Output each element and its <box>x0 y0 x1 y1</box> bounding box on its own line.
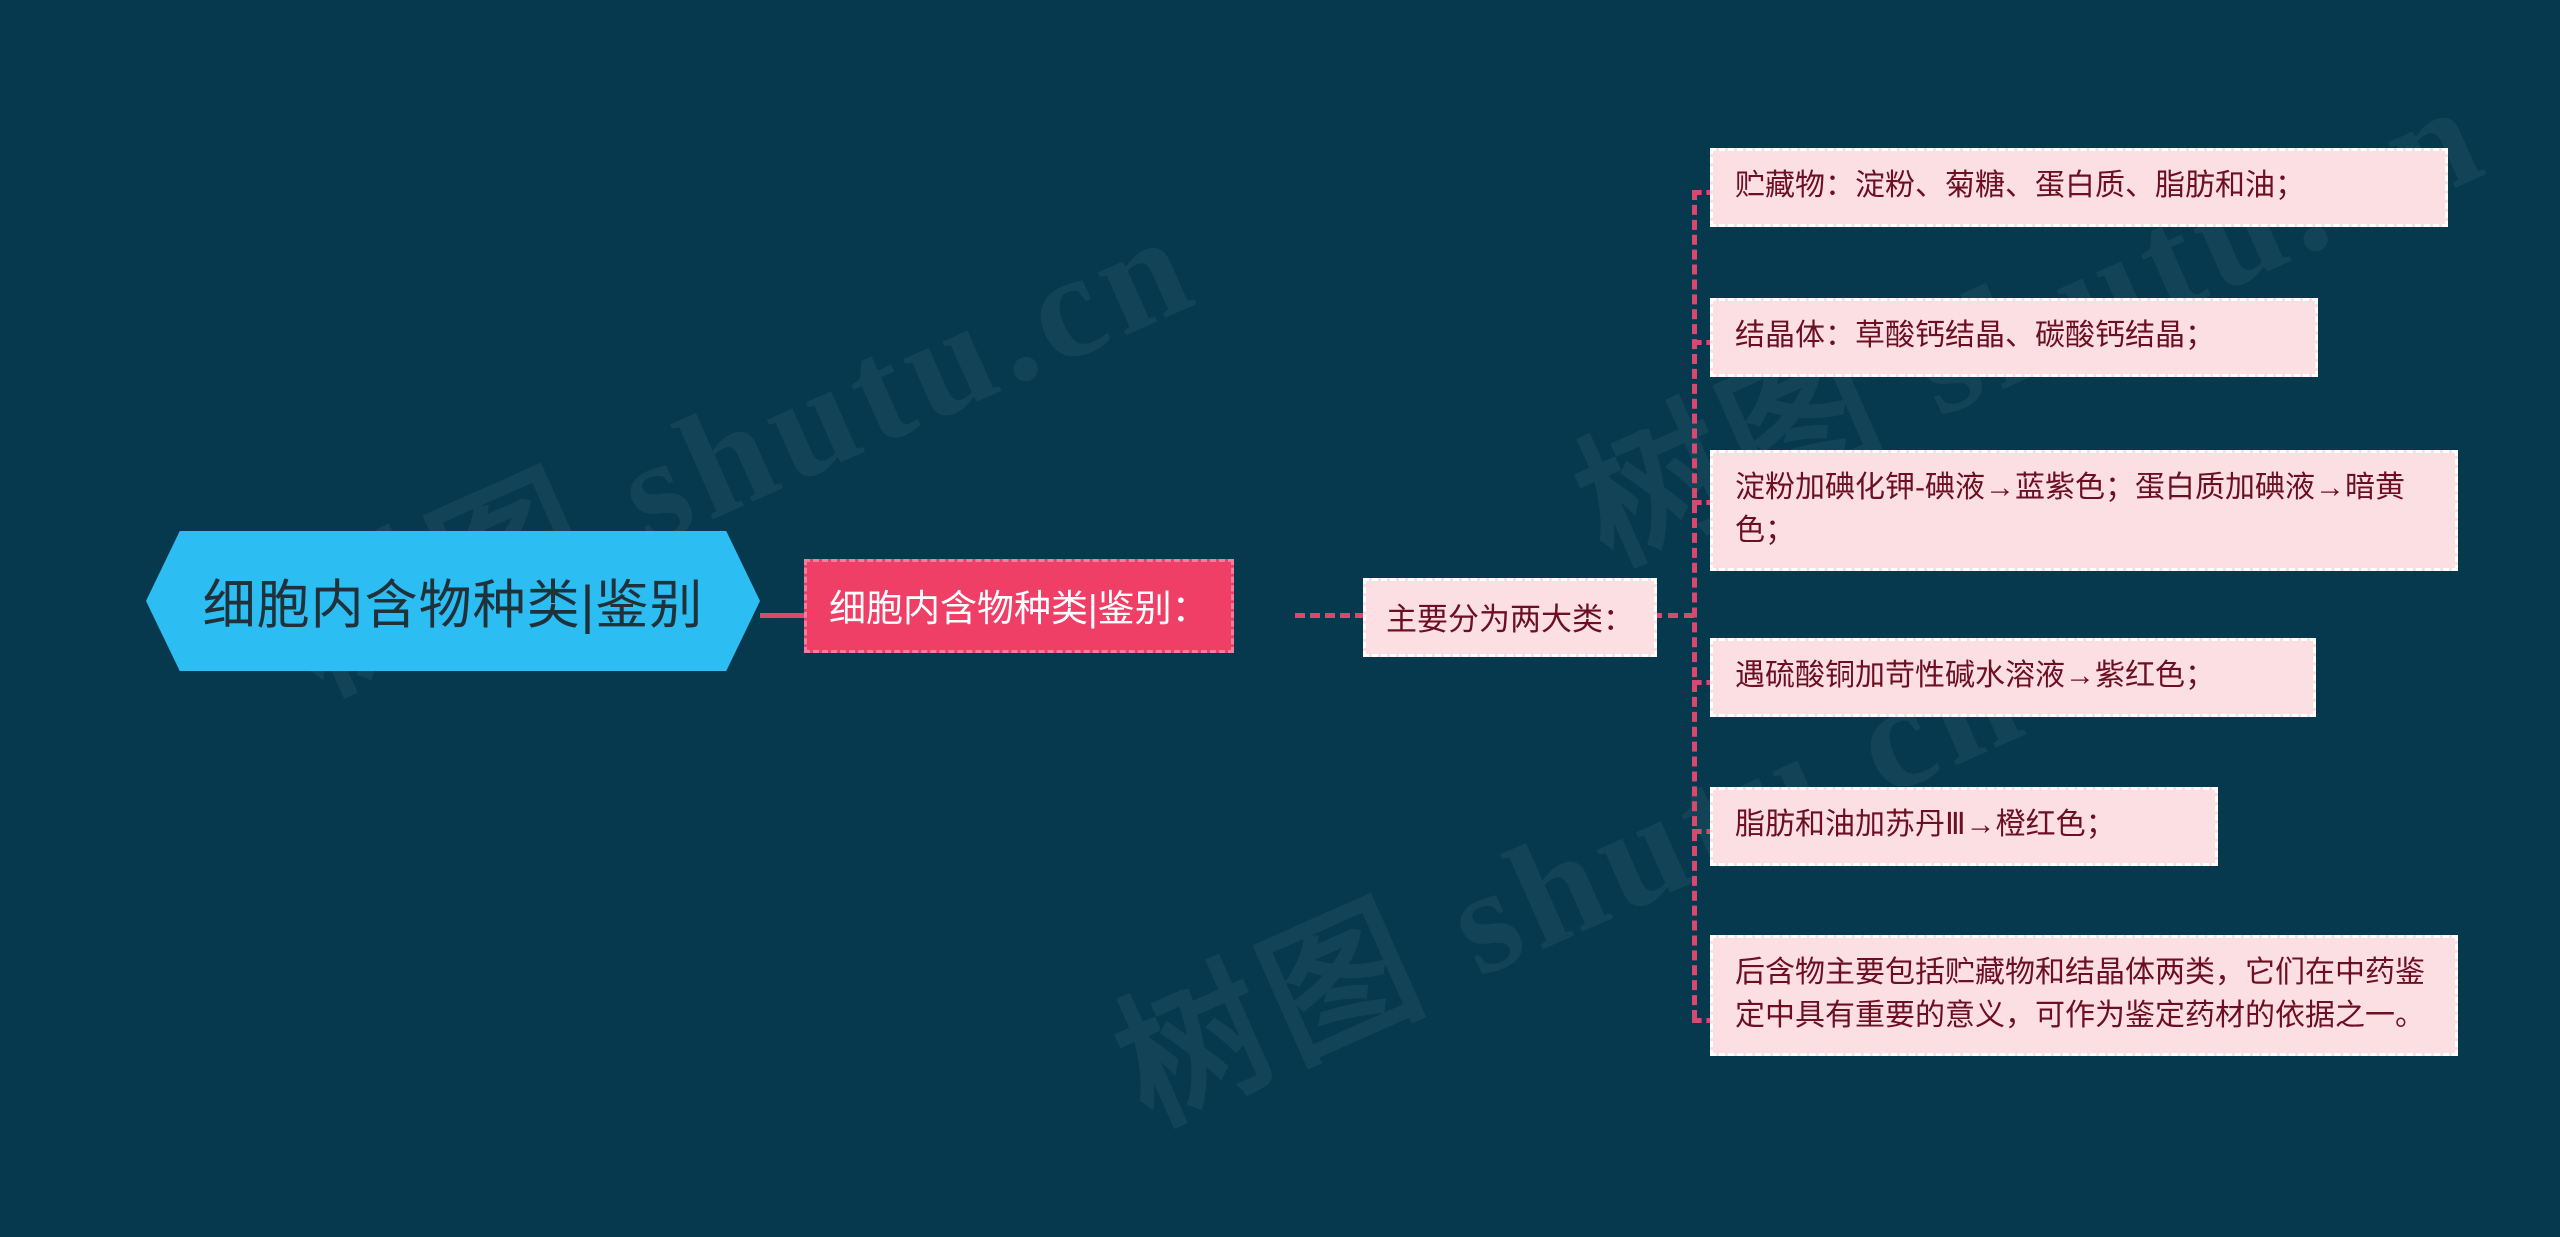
connector-trunk-to-leaf-3 <box>1692 500 1716 505</box>
connector-trunk-to-leaf-5 <box>1692 829 1716 834</box>
connector-trunk-to-leaf-6 <box>1692 1018 1716 1023</box>
leaf-node-label: 脂肪和油加苏丹Ⅲ→橙红色； <box>1735 808 2116 841</box>
leaf-node-label: 结晶体：草酸钙结晶、碳酸钙结晶； <box>1735 319 2215 352</box>
connector-level2-to-level3 <box>1295 613 1365 618</box>
connector-trunk <box>1692 190 1697 1020</box>
leaf-node-label: 贮藏物：淀粉、菊糖、蛋白质、脂肪和油； <box>1735 169 2305 202</box>
connector-trunk-to-leaf-4 <box>1692 680 1716 685</box>
connector-level3-to-trunk <box>1652 613 1694 618</box>
leaf-node-label: 后含物主要包括贮藏物和结晶体两类，它们在中药鉴定中具有重要的意义，可作为鉴定药材… <box>1735 956 2425 1032</box>
leaf-node-5[interactable]: 脂肪和油加苏丹Ⅲ→橙红色； <box>1710 787 2218 866</box>
leaf-node-label: 遇硫酸铜加苛性碱水溶液→紫红色； <box>1735 659 2215 692</box>
leaf-node-6[interactable]: 后含物主要包括贮藏物和结晶体两类，它们在中药鉴定中具有重要的意义，可作为鉴定药材… <box>1710 935 2458 1057</box>
leaf-node-2[interactable]: 结晶体：草酸钙结晶、碳酸钙结晶； <box>1710 298 2318 377</box>
leaf-node-3[interactable]: 淀粉加碘化钾-碘液→蓝紫色；蛋白质加碘液→暗黄色； <box>1710 450 2458 572</box>
root-node-label: 细胞内含物种类|鉴别 <box>202 576 704 635</box>
connector-trunk-to-leaf-2 <box>1692 340 1716 345</box>
level3-node-label: 主要分为两大类： <box>1386 602 1634 637</box>
level2-node-label: 细胞内含物种类|鉴别： <box>829 588 1209 629</box>
level3-node[interactable]: 主要分为两大类： <box>1363 578 1657 657</box>
connector-trunk-to-leaf-1 <box>1692 190 1716 195</box>
connector-root-to-level2 <box>760 613 804 618</box>
leaf-node-label: 淀粉加碘化钾-碘液→蓝紫色；蛋白质加碘液→暗黄色； <box>1735 471 2405 547</box>
leaf-node-1[interactable]: 贮藏物：淀粉、菊糖、蛋白质、脂肪和油； <box>1710 148 2448 227</box>
level2-node[interactable]: 细胞内含物种类|鉴别： <box>804 559 1234 653</box>
leaf-node-4[interactable]: 遇硫酸铜加苛性碱水溶液→紫红色； <box>1710 638 2316 717</box>
root-node[interactable]: 细胞内含物种类|鉴别 <box>146 531 760 671</box>
